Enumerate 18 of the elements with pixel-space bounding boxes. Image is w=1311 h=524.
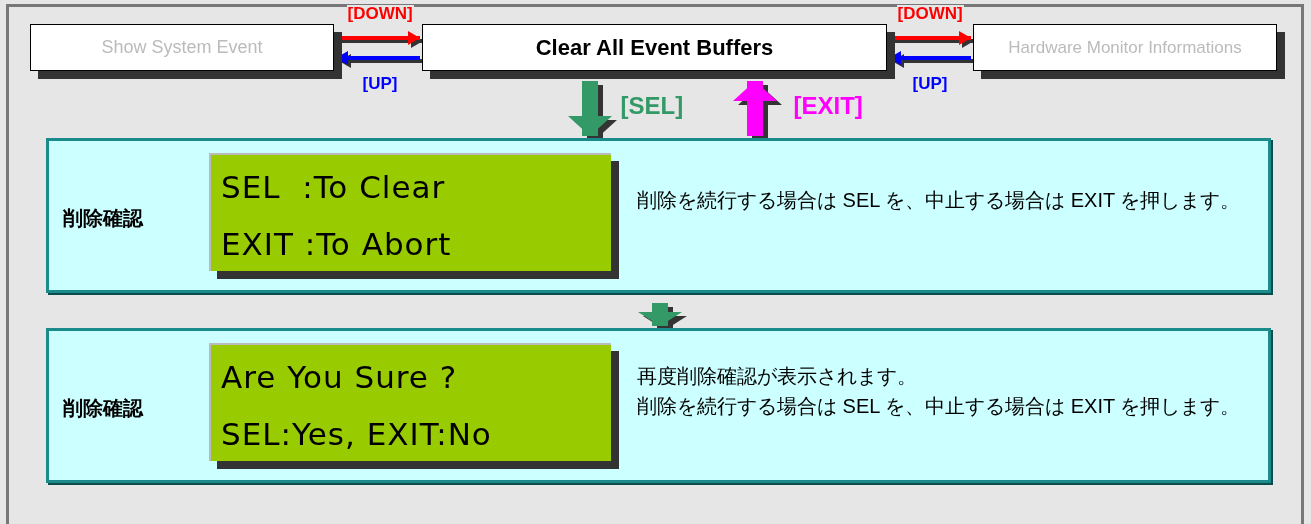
edge-label: [UP] [911,74,949,94]
display-line: EXIT :To Abort [221,225,452,264]
description-text: 再度削除確認が表示されます。 [637,364,917,389]
edge-label: [EXIT] [792,93,864,120]
description-text: 削除を続行する場合は SEL を、中止する場合は EXIT を押します。 [637,188,1241,213]
display-line: SEL :To Clear [221,168,446,207]
description-text: 削除を続行する場合は SEL を、中止する場合は EXIT を押します。 [637,394,1241,419]
step-panel [46,138,1271,293]
block-arrow [638,303,682,326]
panel-title: 削除確認 [63,396,143,421]
block-arrow [568,81,612,136]
edge-label: [SEL] [619,93,685,120]
step-panel [46,328,1271,483]
block-arrow [733,81,777,136]
display-line: Are You Sure ? [221,358,458,397]
panel-title: 削除確認 [63,206,143,231]
edge-label: [UP] [361,74,399,94]
display-line: SEL:Yes, EXIT:No [221,415,492,454]
